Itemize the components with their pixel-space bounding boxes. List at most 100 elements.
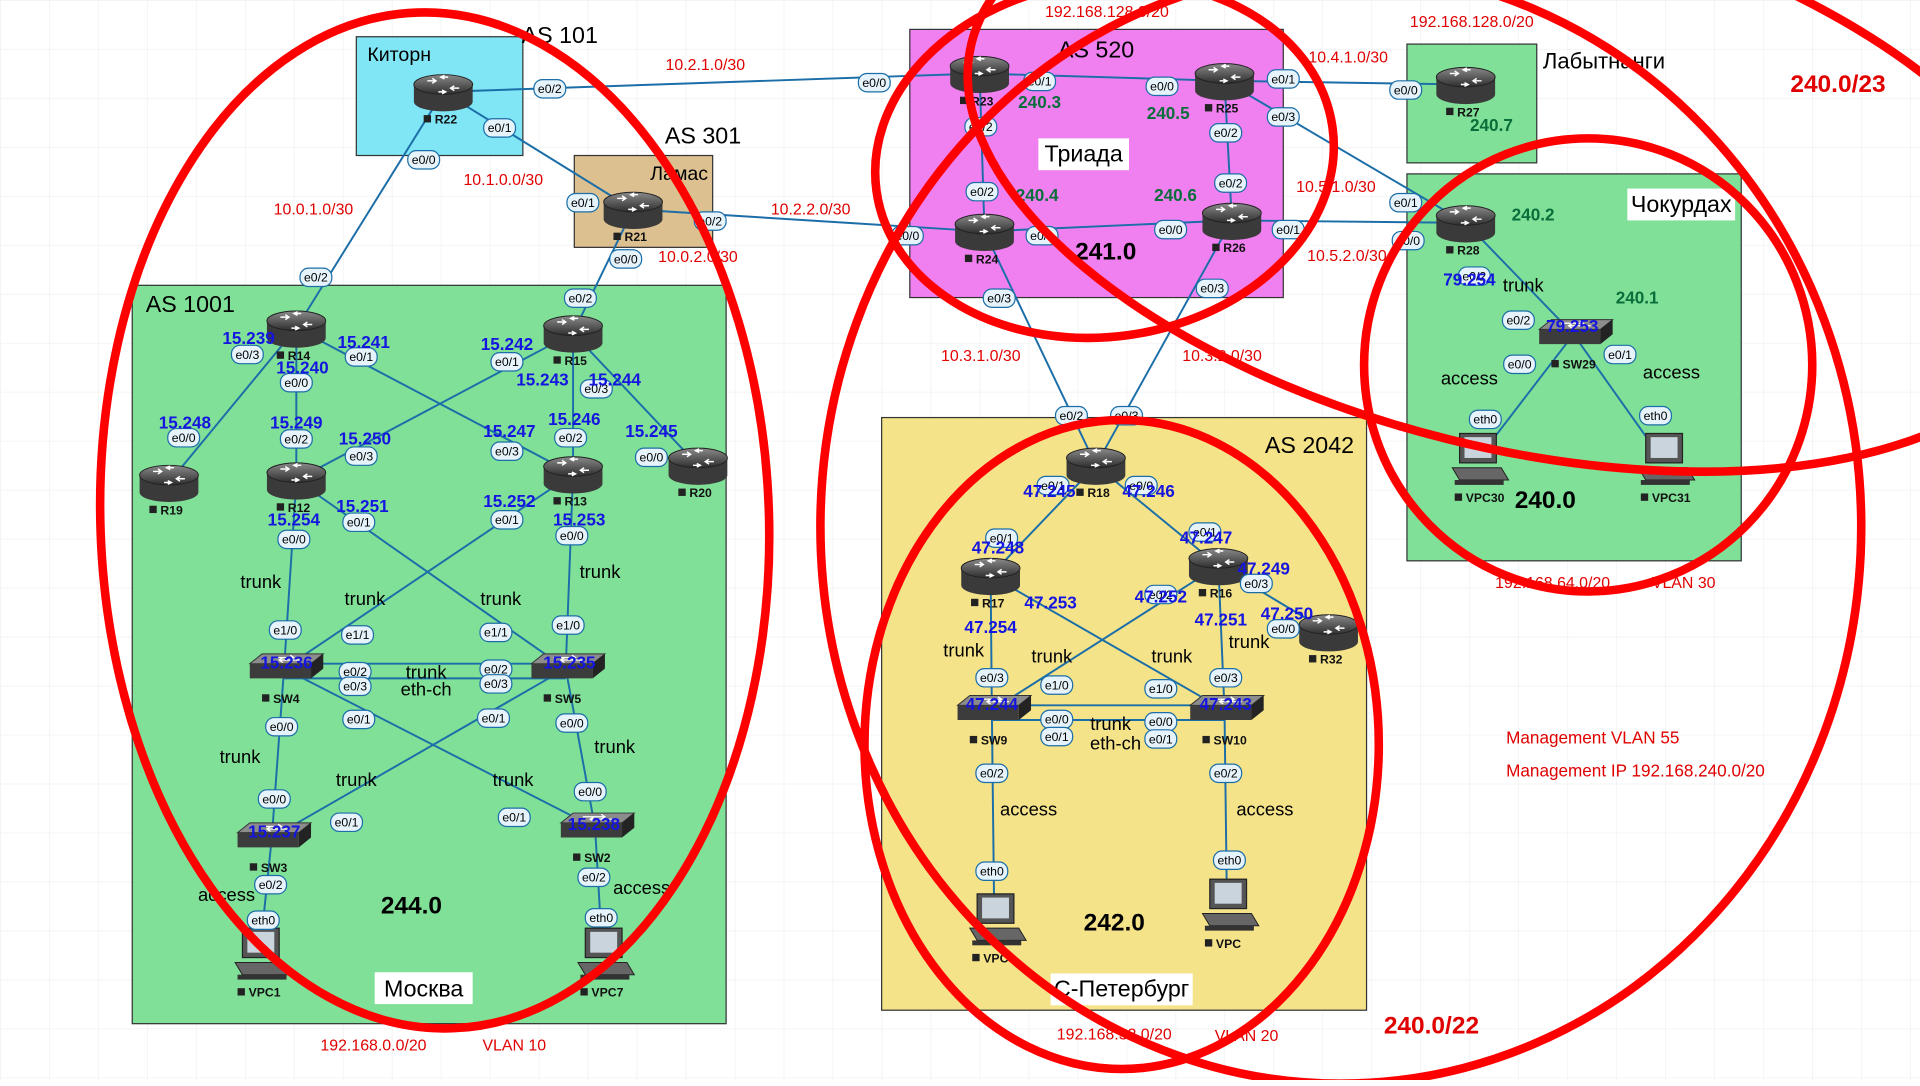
interface-text: e0/1 [1045, 730, 1069, 744]
management-note: Management VLAN 55 [1506, 727, 1679, 747]
router-r21[interactable] [603, 191, 663, 229]
switch-arrows-icon [1561, 320, 1591, 329]
switch-sw5[interactable] [530, 653, 607, 679]
router-r14[interactable] [266, 310, 327, 348]
link-type-label: trunk [580, 561, 622, 582]
interface-label: e0/2 [1144, 584, 1178, 605]
link-type-label: trunk [943, 639, 985, 660]
interface-text: e0/2 [259, 878, 283, 892]
device-label-text: R24 [976, 252, 999, 266]
device-label-sw9: SW9 [969, 733, 1008, 747]
interface-text: eth0 [251, 913, 275, 927]
device-label-marker [1446, 246, 1454, 254]
zone-label: 240.0 [1515, 487, 1576, 514]
router-r19[interactable] [139, 464, 199, 503]
interface-pill [342, 709, 376, 730]
interface-text: e1/0 [1045, 678, 1069, 692]
device-label-marker [553, 497, 561, 505]
router-top [1066, 447, 1126, 469]
switch-sw4[interactable] [248, 653, 325, 679]
router-top [1201, 202, 1262, 224]
interface-pill [330, 812, 364, 833]
router-top [413, 74, 474, 95]
interface-text: e0/3 [1244, 577, 1268, 591]
device-label-text: R28 [1457, 244, 1480, 258]
interface-label: e0/3 [479, 674, 513, 694]
interface-pill [483, 118, 517, 138]
interface-label: e1/0 [551, 615, 585, 635]
router-r22[interactable] [413, 74, 474, 112]
router-r12[interactable] [266, 462, 327, 500]
router-r17[interactable] [960, 557, 1021, 596]
interface-pill [584, 907, 618, 928]
device-label-marker [678, 488, 686, 496]
spb-label: С-Петербург [1054, 976, 1189, 1002]
device-label-sw4: SW4 [262, 692, 300, 706]
switch-sw2[interactable] [559, 812, 636, 838]
device-label-vpc31: VPC31 [1640, 491, 1691, 505]
ip-label: 15.251 [336, 496, 389, 516]
device-label-vpc7: VPC7 [580, 986, 624, 1000]
interface-pill [1266, 618, 1300, 639]
interface-text: eth0 [980, 865, 1004, 879]
device-label-text: R16 [1210, 587, 1233, 601]
link-R25-R28 [1224, 79, 1467, 224]
device-label-text: SW5 [555, 692, 582, 706]
device-label-text: R27 [1457, 105, 1480, 119]
pc-vpc7[interactable] [577, 927, 636, 980]
interface-pill [265, 716, 299, 737]
ip-label: 15.239 [222, 328, 274, 348]
router-r20[interactable] [668, 447, 728, 485]
link-type-label: access [1643, 361, 1700, 382]
interface-text: e0/3 [1214, 671, 1238, 685]
router-r23[interactable] [949, 55, 1010, 94]
interface-pill [1040, 675, 1074, 695]
interface-pill [982, 288, 1016, 308]
router-r32[interactable] [1298, 614, 1359, 652]
router-r25[interactable] [1194, 63, 1255, 101]
interface-pill [1209, 763, 1243, 784]
interface-pill [975, 763, 1009, 784]
interface-text: e0/2 [559, 431, 583, 445]
interface-text: e0/0 [1271, 622, 1295, 636]
switch-sw9[interactable] [956, 695, 1033, 721]
interface-text: e1/0 [556, 618, 580, 632]
router-r13[interactable] [543, 456, 603, 494]
switch-side [298, 822, 312, 848]
interface-pill [1124, 475, 1158, 496]
router-r26[interactable] [1201, 202, 1262, 241]
interface-label: e0/1 [483, 118, 517, 138]
router-top [543, 315, 603, 337]
interface-label: e0/3 [1195, 278, 1229, 299]
interface-label: e0/2 [279, 429, 313, 449]
mgmt-ip-label: 240.3 [1018, 92, 1061, 112]
device-label-marker [1551, 360, 1559, 368]
device-label-marker [1076, 488, 1084, 496]
router-r24[interactable] [954, 213, 1015, 252]
link-R14-R13 [295, 327, 574, 475]
switch-sw29[interactable] [1537, 319, 1615, 345]
interface-label: e0/2 [563, 288, 597, 308]
router-r28[interactable] [1435, 205, 1496, 243]
device-label-text: VPC1 [249, 986, 281, 1000]
switch-sw3[interactable] [236, 822, 313, 848]
switch-arrows-icon [582, 813, 613, 823]
interface-label: e0/2 [1209, 763, 1243, 784]
router-r18[interactable] [1066, 447, 1126, 485]
interface-label: e0/1 [1389, 192, 1423, 213]
interface-label: e0/2 [299, 267, 333, 288]
interface-pill [279, 372, 313, 393]
link-R23-R25 [979, 72, 1225, 82]
interface-label: e0/1 [490, 510, 524, 530]
interface-label: e0/0 [407, 150, 441, 170]
device-label-r15: R15 [553, 354, 587, 368]
interface-text: e0/2 [484, 662, 508, 676]
ip-label: 47.253 [1024, 593, 1076, 613]
switch-sw10[interactable] [1188, 695, 1266, 721]
router-r15[interactable] [543, 315, 603, 353]
router-r27[interactable] [1435, 66, 1496, 105]
pc-vpc[interactable] [1201, 878, 1260, 931]
router-r16[interactable] [1188, 548, 1249, 586]
interface-pill [554, 427, 588, 448]
as301-title: AS 301 [665, 122, 741, 148]
